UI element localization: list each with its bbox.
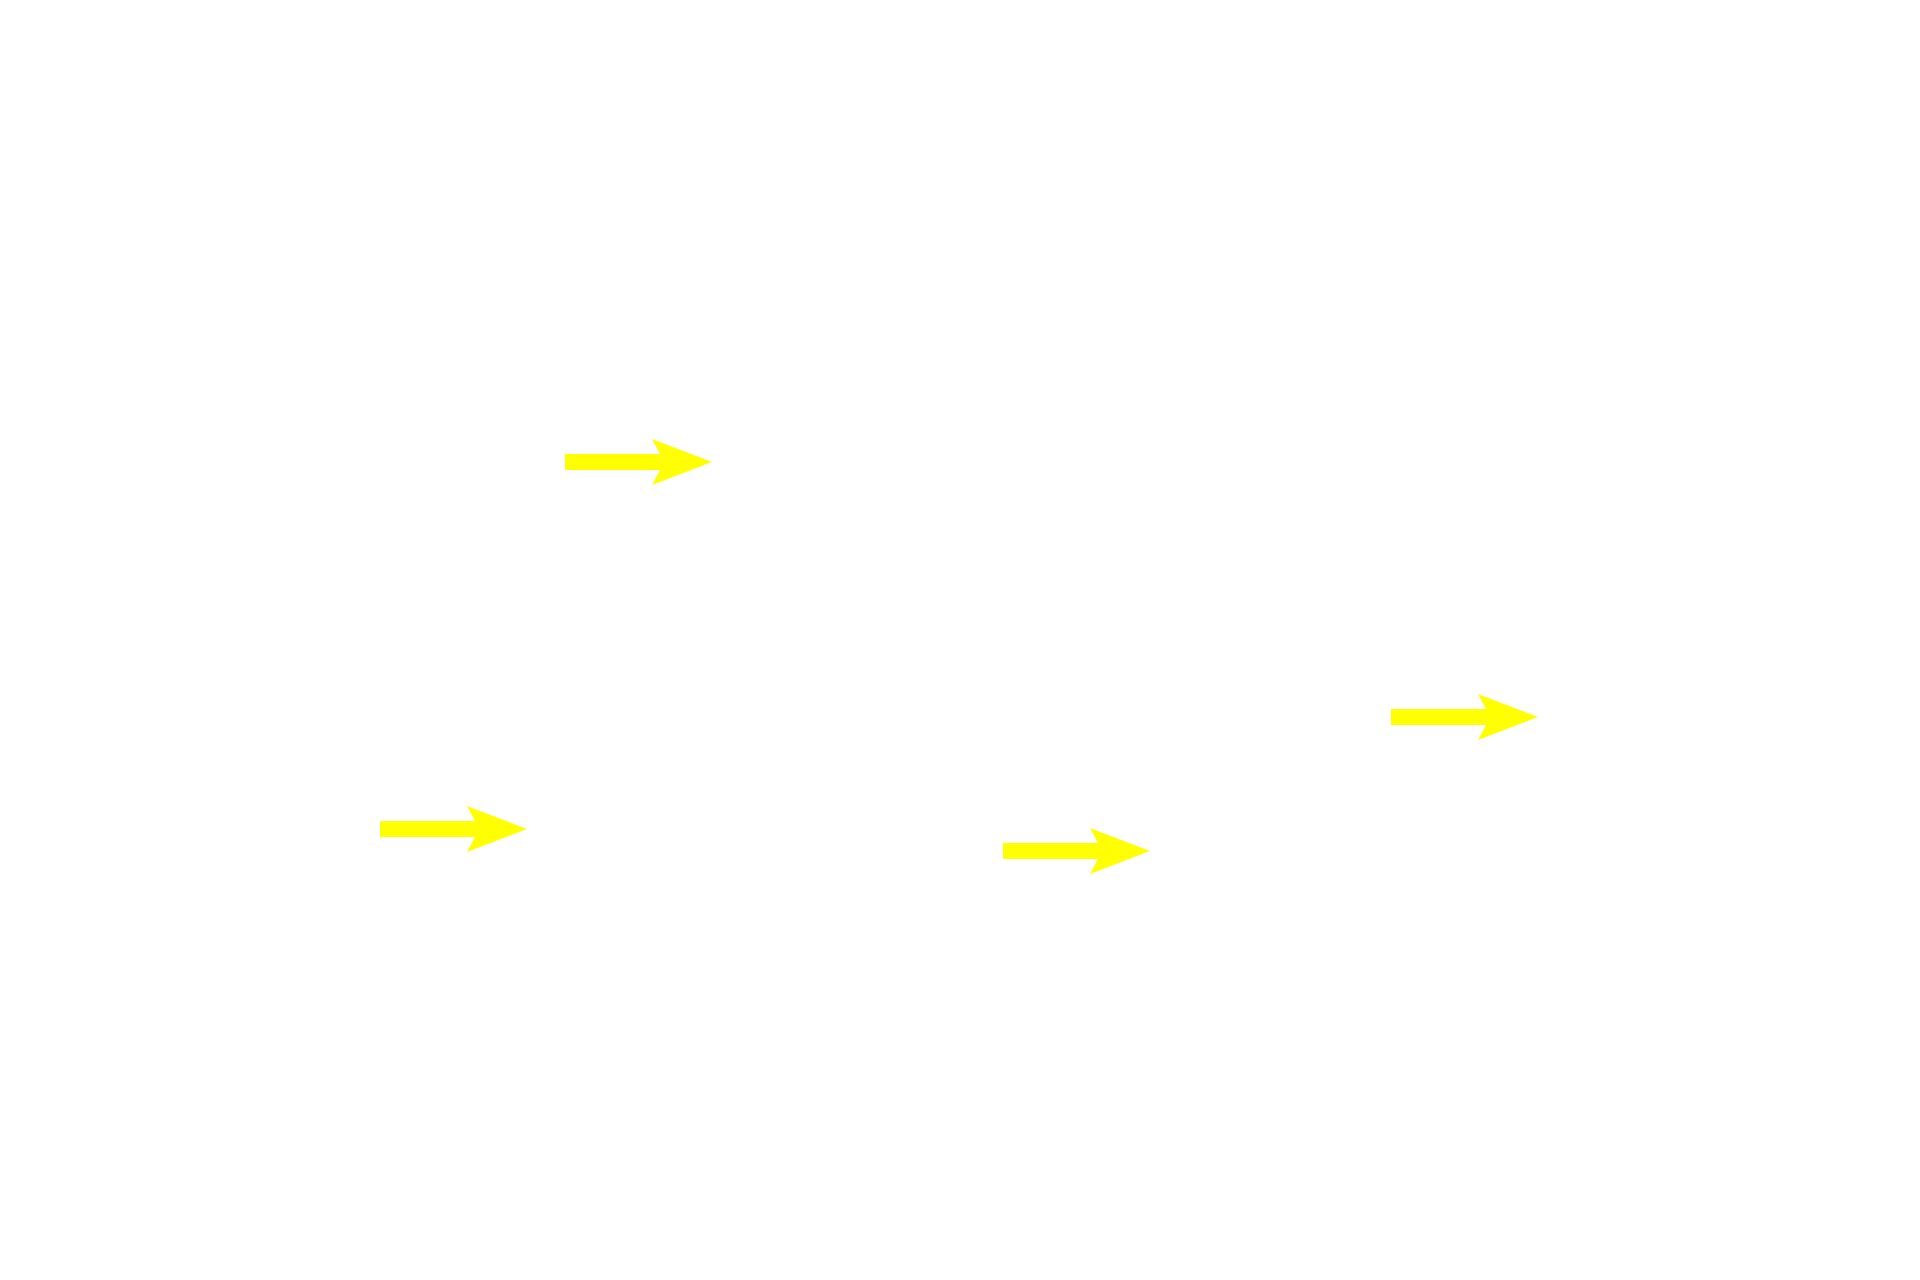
- arrow-right-icon: [565, 439, 712, 485]
- arrow-right-icon: [1391, 694, 1538, 740]
- arrow-right-icon: [380, 806, 527, 852]
- arrow-right-icon: [1003, 828, 1150, 874]
